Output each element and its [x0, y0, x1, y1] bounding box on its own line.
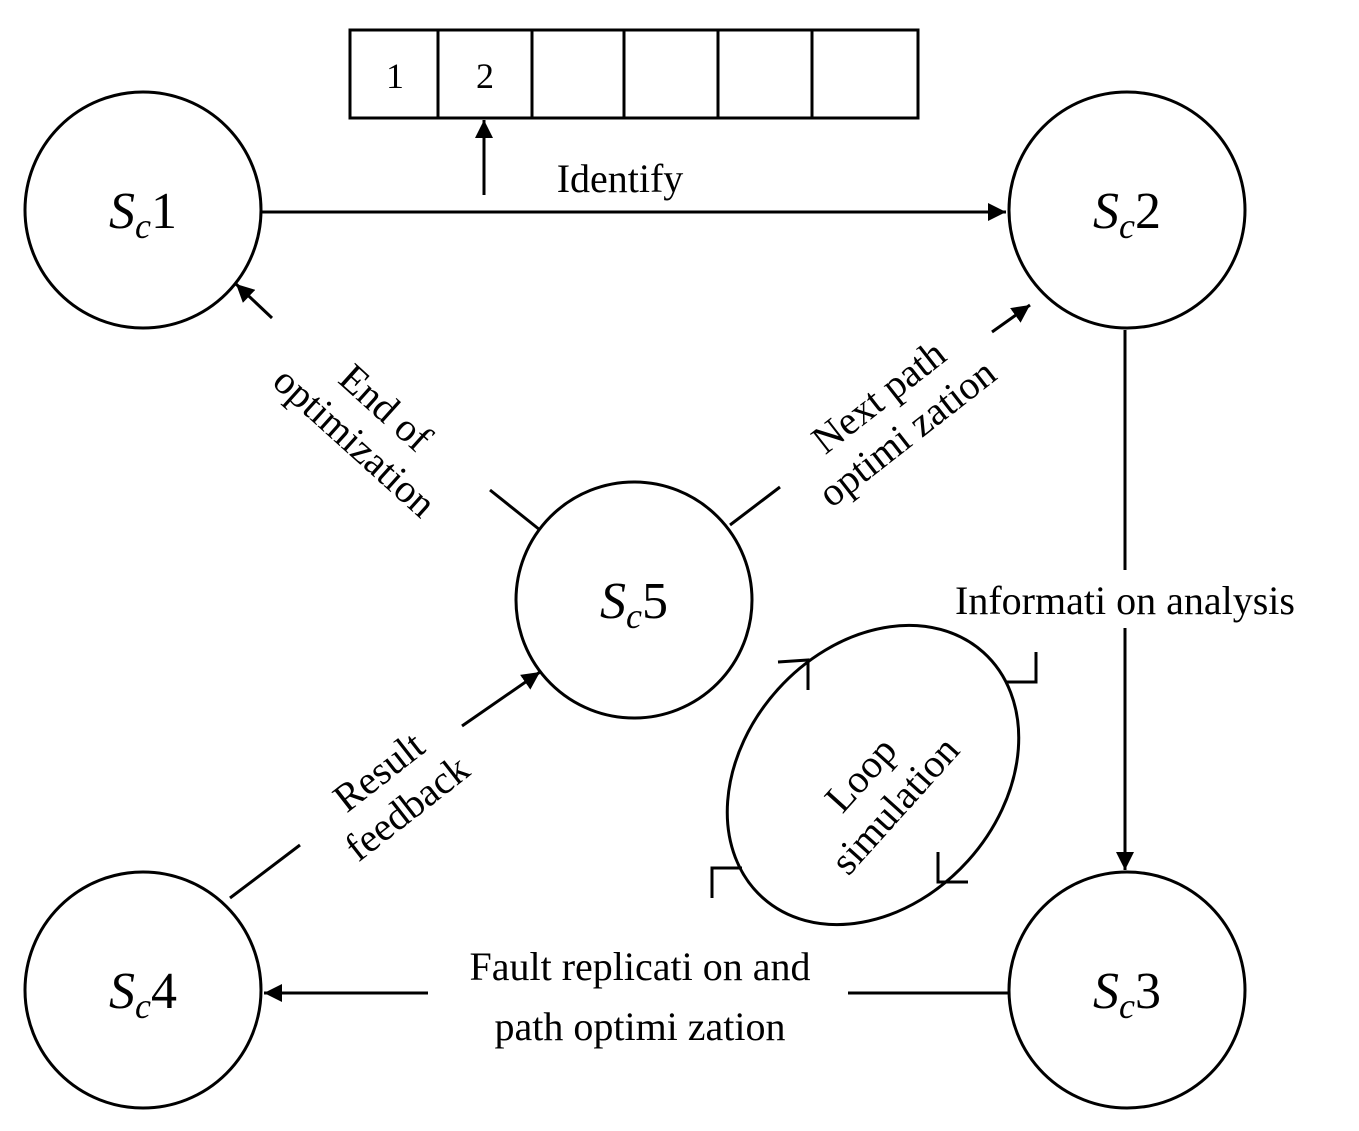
node-sc3-num: 3 — [1135, 963, 1161, 1020]
node-sc5-sub: c — [626, 596, 642, 636]
node-sc3-sub: c — [1119, 986, 1135, 1026]
loop-tick-bottom-left — [710, 866, 742, 898]
node-sc2-num: 2 — [1135, 183, 1161, 240]
node-sc1-num: 1 — [151, 183, 177, 240]
node-sc4-main: S — [109, 963, 135, 1020]
svg-text:Sc2: Sc2 — [1093, 183, 1161, 246]
node-sc4-num: 4 — [151, 963, 177, 1020]
node-sc2-main: S — [1093, 183, 1119, 240]
svg-text:Sc3: Sc3 — [1093, 963, 1161, 1026]
edge-sc4-sc5-lower — [229, 843, 301, 900]
edge-sc5-sc1-arrow — [234, 282, 274, 320]
node-sc3-main: S — [1093, 963, 1119, 1020]
loop-tick-top-right — [1006, 652, 1038, 684]
svg-text:Sc1: Sc1 — [109, 183, 177, 246]
node-sc1-main: S — [109, 183, 135, 240]
edge-sc5-sc2-arrow — [991, 303, 1031, 334]
svg-text:Sc5: Sc5 — [600, 573, 668, 636]
queue: 1 2 — [348, 28, 920, 120]
label-information-analysis: Informati on analysis — [955, 578, 1295, 623]
label-identify: Identify — [557, 156, 684, 201]
edge-sc5-sc1 — [489, 488, 541, 532]
node-sc4: Sc4 — [23, 870, 263, 1110]
queue-cell-1: 1 — [386, 56, 404, 96]
node-sc3: Sc3 — [1007, 870, 1247, 1110]
node-sc4-sub: c — [135, 986, 151, 1026]
label-fault-line2: path optimi zation — [494, 1004, 785, 1049]
queue-cell-2: 2 — [476, 56, 494, 96]
edge-sc5-sc2 — [729, 485, 781, 527]
edge-sc4-sc5-upper — [461, 670, 541, 728]
loop-tick-bottom-right — [936, 852, 968, 884]
node-sc2-sub: c — [1119, 206, 1135, 246]
node-sc5-num: 5 — [642, 573, 668, 630]
label-fault-line1: Fault replicati on and — [469, 944, 810, 989]
node-sc5-main: S — [600, 573, 626, 630]
svg-text:Sc4: Sc4 — [109, 963, 177, 1026]
node-sc1-sub: c — [135, 206, 151, 246]
loop-tick-top-left — [777, 658, 810, 690]
node-sc2: Sc2 — [1007, 90, 1247, 330]
node-sc5: Sc5 — [514, 480, 754, 720]
node-sc1: Sc1 — [23, 90, 263, 330]
